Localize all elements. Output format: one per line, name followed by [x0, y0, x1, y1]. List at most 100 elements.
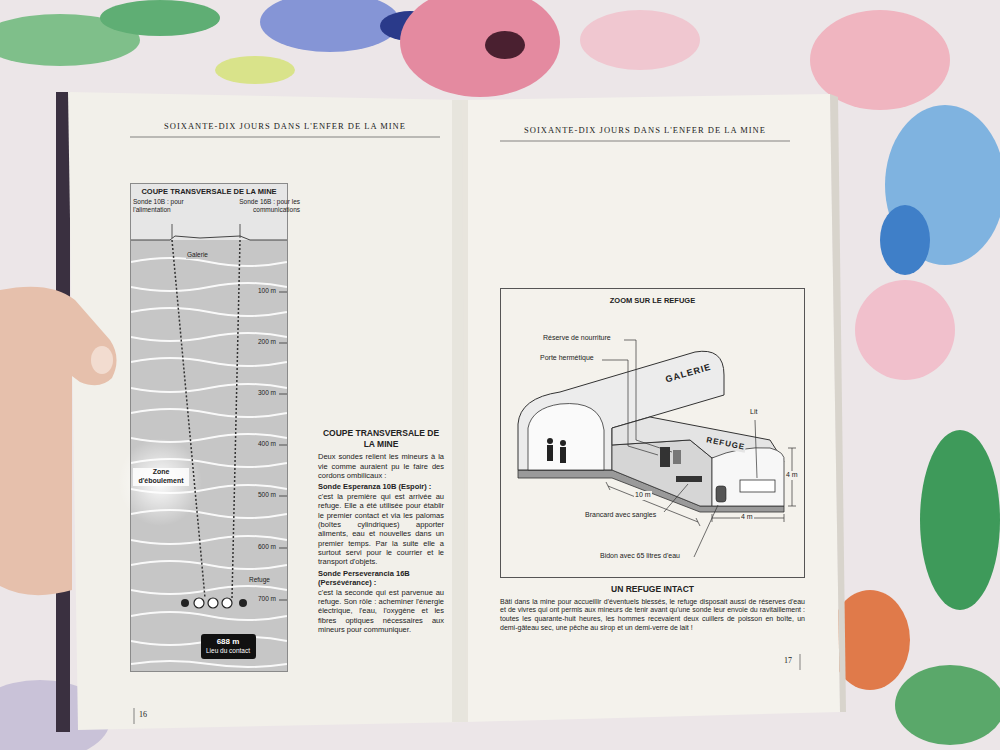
- flower-print: [855, 280, 955, 380]
- depth-label: 500 m: [248, 491, 277, 499]
- miner-figure: [560, 447, 566, 463]
- leader-line: [624, 340, 672, 452]
- leader-lines: [602, 340, 757, 557]
- ramp-wave: [131, 258, 287, 266]
- probe-10b: [172, 240, 205, 598]
- contact-point-box: 688 mLieu du contact: [201, 634, 256, 659]
- depth-label: 100 m: [248, 287, 277, 295]
- probe-arrival: [194, 598, 204, 608]
- right-page: [462, 94, 840, 722]
- probe-arrival: [222, 598, 232, 608]
- leader-line: [664, 484, 688, 512]
- probe-pointer: [172, 224, 173, 238]
- caption-text: c'est la seconde qui est parvenue au ref…: [318, 588, 444, 635]
- contact-caption: Lieu du contact: [206, 647, 250, 655]
- dimension-line: [712, 514, 784, 522]
- left-page: [68, 92, 466, 730]
- folio-rule: [134, 708, 135, 724]
- ramp-wave: [131, 586, 287, 594]
- leaf-print: [920, 430, 1000, 610]
- depth-tick: [279, 496, 287, 497]
- dimension-label: 10 m: [634, 491, 652, 500]
- flower-print: [485, 31, 525, 59]
- refuge-zoom-frame: ZOOM SUR LE REFUGE: [500, 288, 805, 578]
- depth-label: 200 m: [248, 338, 277, 346]
- dimension-line: [606, 482, 700, 526]
- ramp-wave: [131, 561, 287, 569]
- part-label: Porte hermétique: [540, 354, 594, 363]
- ramp-wave: [131, 612, 287, 620]
- caption-column: UN REFUGE INTACT Bâti dans la mine pour a…: [500, 584, 805, 633]
- panel-title: COUPE TRANSVERSALE DE LA MINE: [141, 187, 276, 196]
- caption-heading: Sonde Esperanza 10B (Espoir) :: [318, 482, 444, 491]
- depth-tick: [279, 548, 287, 549]
- dimension-label: 4 m: [740, 513, 754, 522]
- part-label: Bidon avec 65 litres d'eau: [600, 552, 680, 561]
- miner-figure: [547, 445, 553, 461]
- running-head: SOIXANTE-DIX JOURS DANS L'ENFER DE LA MI…: [500, 125, 790, 136]
- depth-tick: [279, 445, 287, 446]
- ramp-wave: [131, 358, 287, 366]
- depth-tick: [279, 343, 287, 344]
- flower-print: [580, 10, 700, 70]
- refuge-wall: [612, 440, 712, 506]
- leaf-print: [215, 56, 295, 84]
- thumbnail: [91, 346, 113, 374]
- miner-figure: [560, 440, 566, 446]
- depth-tick: [279, 292, 287, 293]
- caption-title: COUPE TRANSVERSALE DE LA MINE: [318, 428, 444, 449]
- caption-text: Bâti dans la mine pour accueillir d'éven…: [500, 598, 805, 633]
- leaf-print: [895, 665, 1000, 745]
- ramp-wave: [131, 661, 287, 667]
- dimension-label: 4 m: [785, 471, 799, 480]
- depth-tick: [279, 394, 287, 395]
- probe-16b: [232, 240, 240, 598]
- part-label: Brancard avec sangles: [585, 511, 656, 520]
- flower-print: [260, 0, 400, 52]
- depth-label: 600 m: [248, 543, 277, 551]
- leader-line: [694, 505, 718, 557]
- bed: [740, 480, 775, 492]
- page-stack: [830, 94, 846, 712]
- flower-print: [400, 0, 560, 97]
- page-number: 16: [139, 710, 147, 720]
- hand: [0, 287, 117, 595]
- page-number: 17: [784, 656, 792, 666]
- water-drum: [716, 486, 726, 502]
- leaf-print: [100, 0, 220, 36]
- folio-rule: [800, 654, 801, 670]
- caption-text: Deux sondes relient les mineurs à la vie…: [318, 452, 444, 480]
- caption-text: c'est la première qui est arrivée au ref…: [318, 492, 444, 567]
- header-rule: [500, 141, 790, 142]
- running-head: SOIXANTE-DIX JOURS DANS L'ENFER DE LA MI…: [130, 121, 440, 132]
- probe-label: Sonde 10B : pour l'alimentation: [133, 198, 205, 214]
- probe-arrival: [208, 598, 218, 608]
- gallery-opening: [528, 404, 604, 470]
- part-label: Réserve de nourriture: [543, 334, 611, 343]
- gallery-label: Galerie: [186, 251, 209, 259]
- depth-tick: [279, 600, 287, 601]
- refuge-opening: [712, 448, 784, 506]
- stretcher: [676, 476, 702, 482]
- miner-figure: [547, 438, 553, 444]
- depth-label: 400 m: [248, 440, 277, 448]
- refuge-label: Refuge: [248, 576, 271, 584]
- leader-line: [602, 360, 658, 455]
- caption-title: UN REFUGE INTACT: [500, 584, 805, 595]
- depth-ticks: [279, 292, 287, 600]
- header-rule: [130, 137, 440, 138]
- gutter-shadow: [452, 100, 468, 722]
- gallery-name: GALERIE: [663, 361, 713, 385]
- ramp-wave: [131, 409, 287, 417]
- refuge-point: [239, 599, 247, 607]
- depth-label: 700 m: [248, 595, 277, 603]
- rock-section: [130, 183, 288, 672]
- contact-depth: 688 m: [217, 637, 240, 647]
- frame-title: ZOOM SUR LE REFUGE: [610, 296, 695, 305]
- ground-surface: [130, 236, 288, 240]
- part-label: Lit: [750, 408, 757, 417]
- zone-label: Zone d'éboulement: [133, 468, 189, 486]
